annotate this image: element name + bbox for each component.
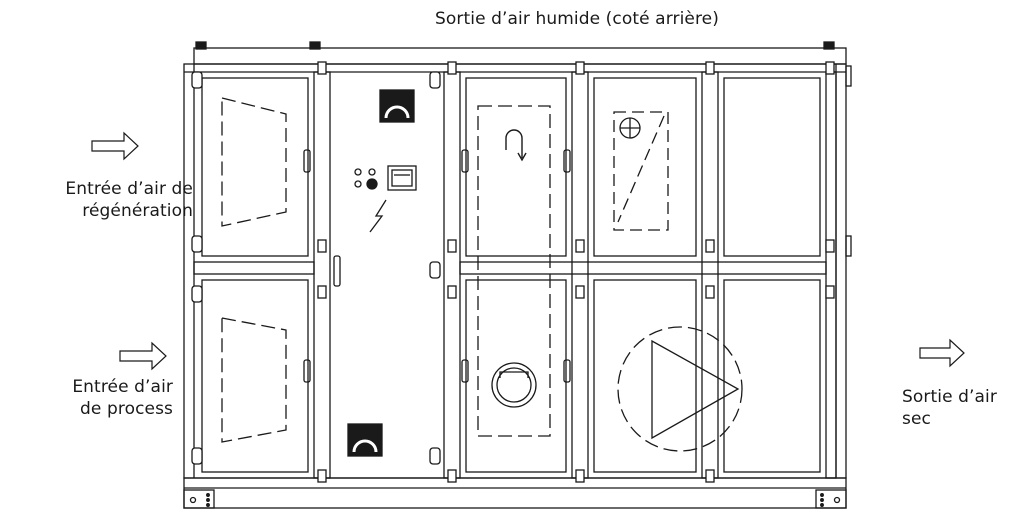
regeneration-label-line-2: régénération [82, 201, 193, 221]
heater-icon [617, 115, 665, 223]
post-1 [313, 71, 331, 479]
side-fitting-right-top [845, 65, 852, 87]
top-rail-bolt-mid [309, 41, 321, 50]
top-rail-bolt-left [195, 41, 207, 50]
dry-label-line-1: Sortie d’air [902, 387, 997, 407]
middle-rail-right [459, 261, 827, 275]
top-rail-bolt-right [823, 41, 835, 50]
top-rail [193, 47, 847, 65]
side-fitting-right-mid [845, 235, 852, 257]
airflow-arrow-icon [91, 131, 965, 371]
post-4 [701, 71, 719, 479]
heater-outline [613, 111, 669, 231]
humid-air-outlet-label: Sortie d’air humide (coté arrière) [435, 9, 719, 29]
process-air-inlet-label: Entrée d’air de process [8, 376, 173, 420]
rotor-outline [477, 105, 551, 437]
base-foot-left [183, 489, 215, 509]
rotation-icon [505, 129, 523, 158]
outer-frame [183, 63, 847, 479]
service-opening-bottom [347, 423, 383, 457]
filter-icon [221, 97, 287, 443]
control-panel-icon [354, 165, 417, 191]
regeneration-air-inlet-label: Entrée d’air de régénération [8, 178, 193, 222]
post-2 [443, 71, 461, 479]
process-label-line-1: Entrée d’air [72, 377, 173, 397]
door-handles [303, 149, 571, 383]
regeneration-label-line-1: Entrée d’air de [65, 179, 193, 199]
electric-icon [369, 199, 387, 233]
base-rail [183, 477, 847, 509]
base-foot-right [815, 489, 847, 509]
post-right [825, 71, 837, 479]
middle-rail-left [193, 261, 315, 275]
service-opening-top [379, 89, 415, 123]
hinge-group [191, 61, 835, 483]
dry-label-line-2: sec [902, 409, 931, 429]
fan-icon [617, 326, 743, 452]
drain-icon [491, 362, 537, 408]
dry-air-outlet-label: Sortie d’air sec [902, 386, 1020, 430]
post-3 [571, 71, 589, 479]
process-label-line-2: de process [80, 399, 173, 419]
